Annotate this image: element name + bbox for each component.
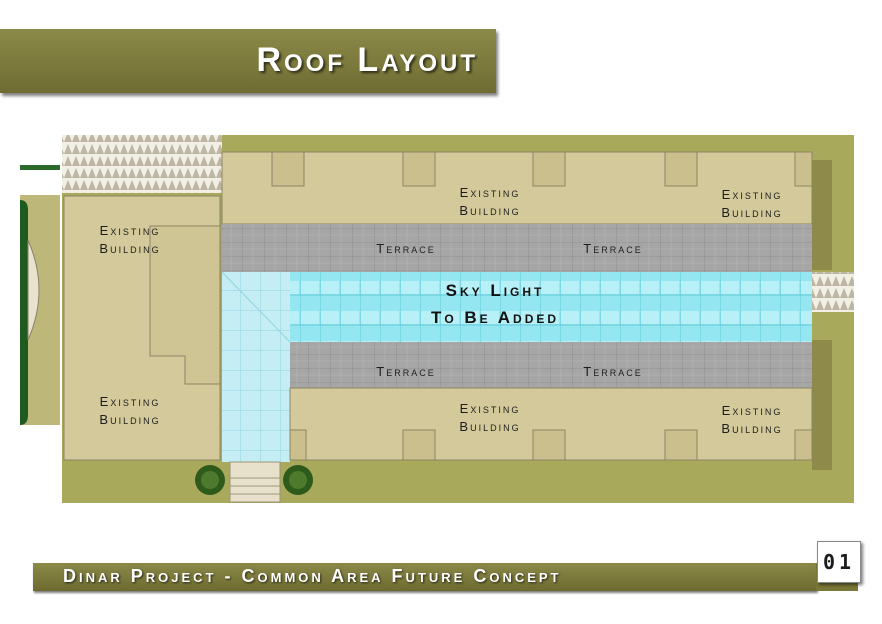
label-existing-building-left-top-2: Building [99, 241, 160, 256]
label-existing-building-top-right-2: Building [721, 205, 782, 220]
label-existing-building-top-mid-1: Existing [460, 185, 521, 200]
label-terrace-bottom-right: Terrace [583, 364, 642, 379]
label-existing-building-bottom-mid-1: Existing [460, 401, 521, 416]
footer-project-title: Dinar Project - Common Area Future Conce… [63, 566, 562, 586]
label-existing-building-left-top-1: Existing [100, 223, 161, 238]
label-terrace-bottom-left: Terrace [376, 364, 435, 379]
footer-bar: Dinar Project - Common Area Future Conce… [33, 563, 817, 591]
label-terrace-top-left: Terrace [376, 241, 435, 256]
label-existing-building-top-mid-2: Building [459, 203, 520, 218]
label-existing-building-bottom-mid-2: Building [459, 419, 520, 434]
label-existing-building-bottom-right-1: Existing [722, 403, 783, 418]
label-terrace-top-right: Terrace [583, 241, 642, 256]
label-skylight-line1: Sky Light [446, 281, 545, 300]
label-existing-building-left-bottom-2: Building [99, 412, 160, 427]
page-number: 01 [822, 550, 856, 574]
label-skylight-line2: To Be Added [431, 308, 559, 327]
page-title: Roof Layout [256, 41, 478, 79]
page-number-box: 01 [817, 541, 861, 583]
label-existing-building-bottom-right-2: Building [721, 421, 782, 436]
title-banner: Roof Layout [0, 29, 496, 93]
label-existing-building-top-right-1: Existing [722, 187, 783, 202]
roof-plan: Existing Building Existing Building Exis… [0, 130, 882, 510]
label-existing-building-left-bottom-1: Existing [100, 394, 161, 409]
